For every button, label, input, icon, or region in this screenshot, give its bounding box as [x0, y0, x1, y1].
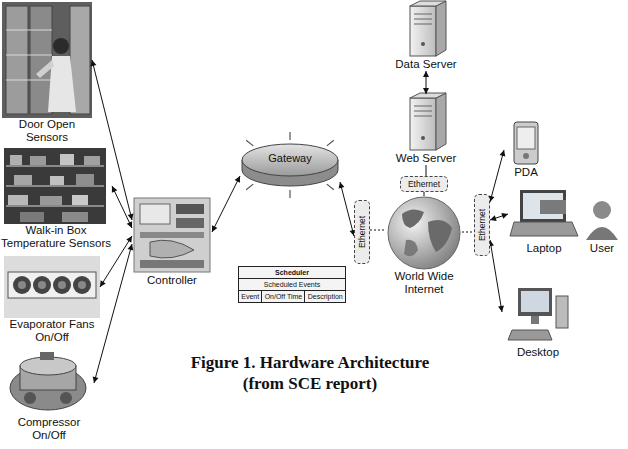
ethernet-band: Ethernet [474, 194, 490, 256]
connector [490, 213, 508, 221]
band-label: Ethernet [477, 209, 487, 241]
device-node: Desktop [502, 286, 574, 359]
table-cell: Description [305, 291, 345, 302]
node-label: Compressor On/Off [4, 416, 94, 442]
connector [488, 240, 504, 312]
connector [423, 71, 429, 94]
compressor-photo [10, 352, 86, 410]
node-label: Desktop [502, 346, 574, 359]
figure-caption: Figure 1. Hardware Architecture (from SC… [191, 353, 430, 393]
connector [93, 244, 134, 383]
table-row: EventOn/Off TimeDescription [239, 291, 345, 302]
table-cell: Scheduled Events [239, 279, 345, 291]
laptop-icon [510, 190, 578, 236]
walk-in-photo [4, 148, 106, 224]
table-cell: Scheduler [239, 267, 345, 279]
user-icon [586, 201, 618, 240]
node-label: Controller [132, 274, 212, 287]
connector [212, 176, 240, 232]
node-label: Walk-in Box Temperature Sensors [0, 224, 112, 250]
device-node: PDA [504, 120, 548, 179]
pda-icon [514, 122, 538, 164]
device-node: Laptop [508, 188, 580, 255]
server-node: Data Server [391, 2, 461, 71]
internet-node: World Wide Internet [386, 196, 462, 296]
door-photo [2, 2, 92, 118]
caption-box: Figure 1. Hardware Architecture (from SC… [170, 352, 450, 394]
connector [424, 192, 425, 196]
sensor-node: Walk-in Box Temperature Sensors [0, 148, 112, 250]
evaporator-photo [4, 256, 100, 318]
controller-photo [134, 198, 210, 272]
node-label: Door Open Sensors [2, 118, 92, 144]
controller-node: Controller [132, 196, 212, 287]
data-server-icon [410, 1, 446, 56]
connector [462, 232, 474, 233]
ethernet-band: Ethernet [354, 200, 370, 264]
connector [370, 230, 386, 231]
ethernet-band: Ethernet [400, 176, 448, 192]
node-label: Web Server [390, 152, 462, 165]
table-cell: Event [239, 291, 262, 302]
connector [426, 165, 427, 176]
node-label: PDA [504, 166, 548, 179]
node-label: User [580, 242, 624, 255]
table-cell: On/Off Time [262, 291, 305, 302]
node-label: Laptop [508, 242, 580, 255]
connector [112, 186, 132, 228]
node-label: Data Server [391, 58, 461, 71]
connector [339, 182, 356, 236]
web-server-icon [410, 93, 446, 150]
connector [489, 150, 506, 202]
scheduler-table: SchedulerScheduled EventsEventOn/Off Tim… [238, 266, 346, 303]
band-label: Ethernet [408, 179, 440, 189]
node-label: World Wide Internet [386, 270, 462, 296]
band-label: Ethernet [357, 216, 367, 248]
actuator-node: Compressor On/Off [4, 350, 94, 442]
node-label: Gateway [240, 152, 340, 165]
gateway-disc: Gateway [240, 140, 340, 196]
connector [91, 60, 134, 220]
desktop-icon [508, 288, 568, 340]
gateway-outline [240, 140, 340, 196]
server-node: Web Server [390, 94, 462, 165]
user-node: User [580, 196, 624, 255]
globe-icon [388, 197, 460, 269]
actuator-node: Evaporator Fans On/Off [4, 256, 100, 344]
node-label: Evaporator Fans On/Off [4, 318, 100, 344]
sensor-node: Door Open Sensors [2, 2, 92, 144]
